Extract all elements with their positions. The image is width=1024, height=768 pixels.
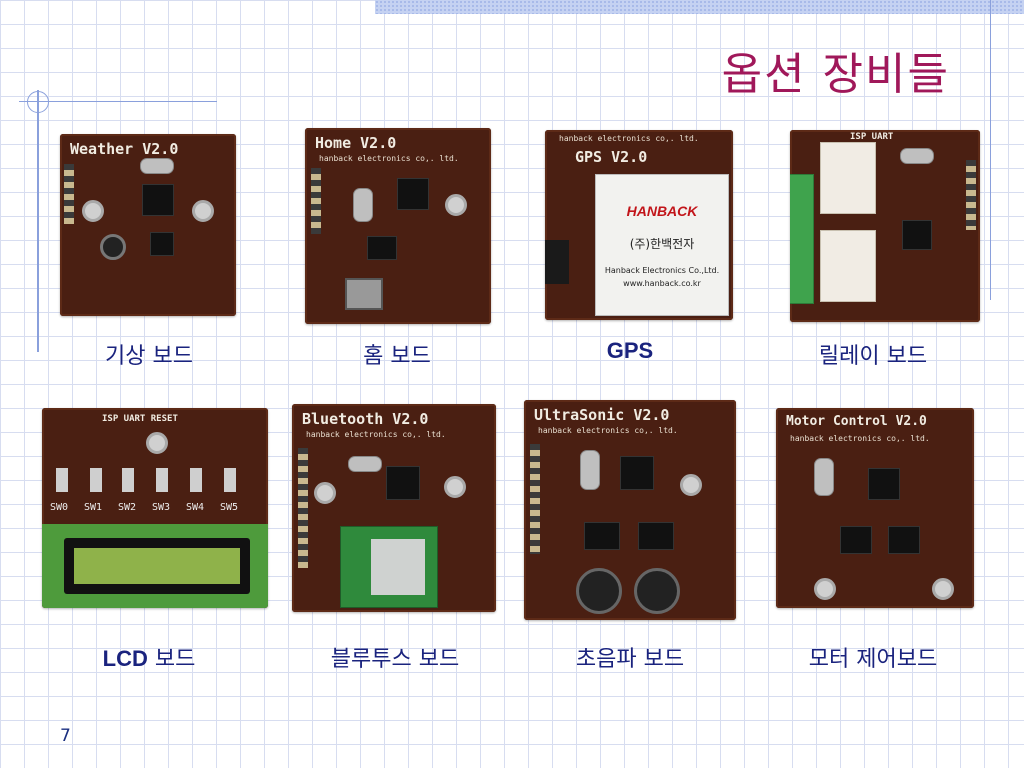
weather-board-image: Weather V2.0: [60, 134, 236, 316]
label-weather-board: 기상 보드: [105, 344, 193, 369]
right-vertical-rule: [990, 0, 991, 300]
switch-label: SW0: [50, 502, 69, 513]
gps-module: HANBACK (주)한백전자 Hanback Electronics Co.,…: [595, 174, 729, 316]
label-gps: GPS: [606, 338, 654, 363]
board-silk-title: UltraSonic V2.0: [534, 406, 670, 424]
top-decoration-bar: [375, 0, 1024, 14]
slide-title: 옵션 장비들: [721, 49, 950, 100]
left-horizontal-rule: [19, 101, 217, 102]
board-silk-title: GPS V2.0: [575, 148, 648, 166]
board-silk-sub: hanback electronics co,. ltd.: [538, 426, 678, 435]
gps-korean-name: (주)한백전자: [629, 237, 695, 251]
board-silk-sub: hanback electronics co,. ltd.: [319, 154, 459, 163]
board-silk-title: Motor Control V2.0: [786, 414, 927, 429]
motor-control-board-image: Motor Control V2.0 hanback electronics c…: [776, 408, 974, 608]
lcd-module: [42, 524, 268, 608]
board-silk-title: Home V2.0: [315, 134, 397, 152]
bluetooth-module: [340, 526, 438, 608]
lcd-board-image: ISP UART RESET SW0 SW1 SW2 SW3 SW4 SW5: [42, 408, 268, 608]
gps-url: www.hanback.co.kr: [623, 279, 701, 288]
board-silk-title: Weather V2.0: [70, 140, 179, 158]
bluetooth-board-image: Bluetooth V2.0 hanback electronics co,. …: [292, 404, 496, 612]
slide-number: 7: [60, 726, 71, 746]
hanback-logo: HANBACK: [626, 203, 698, 219]
board-silk-sub: hanback electronics co,. ltd.: [559, 134, 699, 143]
crosshair-circle: [27, 91, 49, 113]
board-silk-title: ISP UART: [850, 132, 894, 142]
label-home-board: 홈 보드: [363, 344, 431, 369]
relay-board-image: ISP UART: [790, 130, 980, 322]
switch-label: SW2: [118, 502, 137, 513]
board-silk-sub: hanback electronics co,. ltd.: [306, 430, 446, 439]
home-board-image: Home V2.0 hanback electronics co,. ltd.: [305, 128, 491, 324]
switch-label: SW1: [84, 502, 103, 513]
gps-board-image: hanback electronics co,. ltd. GPS V2.0 H…: [545, 130, 733, 320]
switch-label: SW3: [152, 502, 171, 513]
switch-label: SW5: [220, 502, 239, 513]
label-relay-board: 릴레이 보드: [818, 344, 928, 369]
switch-label: SW4: [186, 502, 205, 513]
board-silk-sub: hanback electronics co,. ltd.: [790, 434, 930, 443]
label-lcd-board: LCD 보드: [102, 646, 196, 672]
left-vertical-rule: [37, 90, 39, 352]
label-ultrasonic-board: 초음파 보드: [575, 647, 685, 672]
ultrasonic-board-image: UltraSonic V2.0 hanback electronics co,.…: [524, 400, 736, 620]
label-bluetooth-board: 블루투스 보드: [330, 647, 460, 672]
board-silk-title: ISP UART RESET: [102, 414, 178, 424]
label-motor-control-board: 모터 제어보드: [808, 647, 938, 672]
gps-company-name: Hanback Electronics Co.,Ltd.: [604, 266, 720, 275]
board-silk-title: Bluetooth V2.0: [302, 410, 429, 428]
lcd-switch-row: SW0 SW1 SW2 SW3 SW4 SW5: [50, 468, 260, 518]
